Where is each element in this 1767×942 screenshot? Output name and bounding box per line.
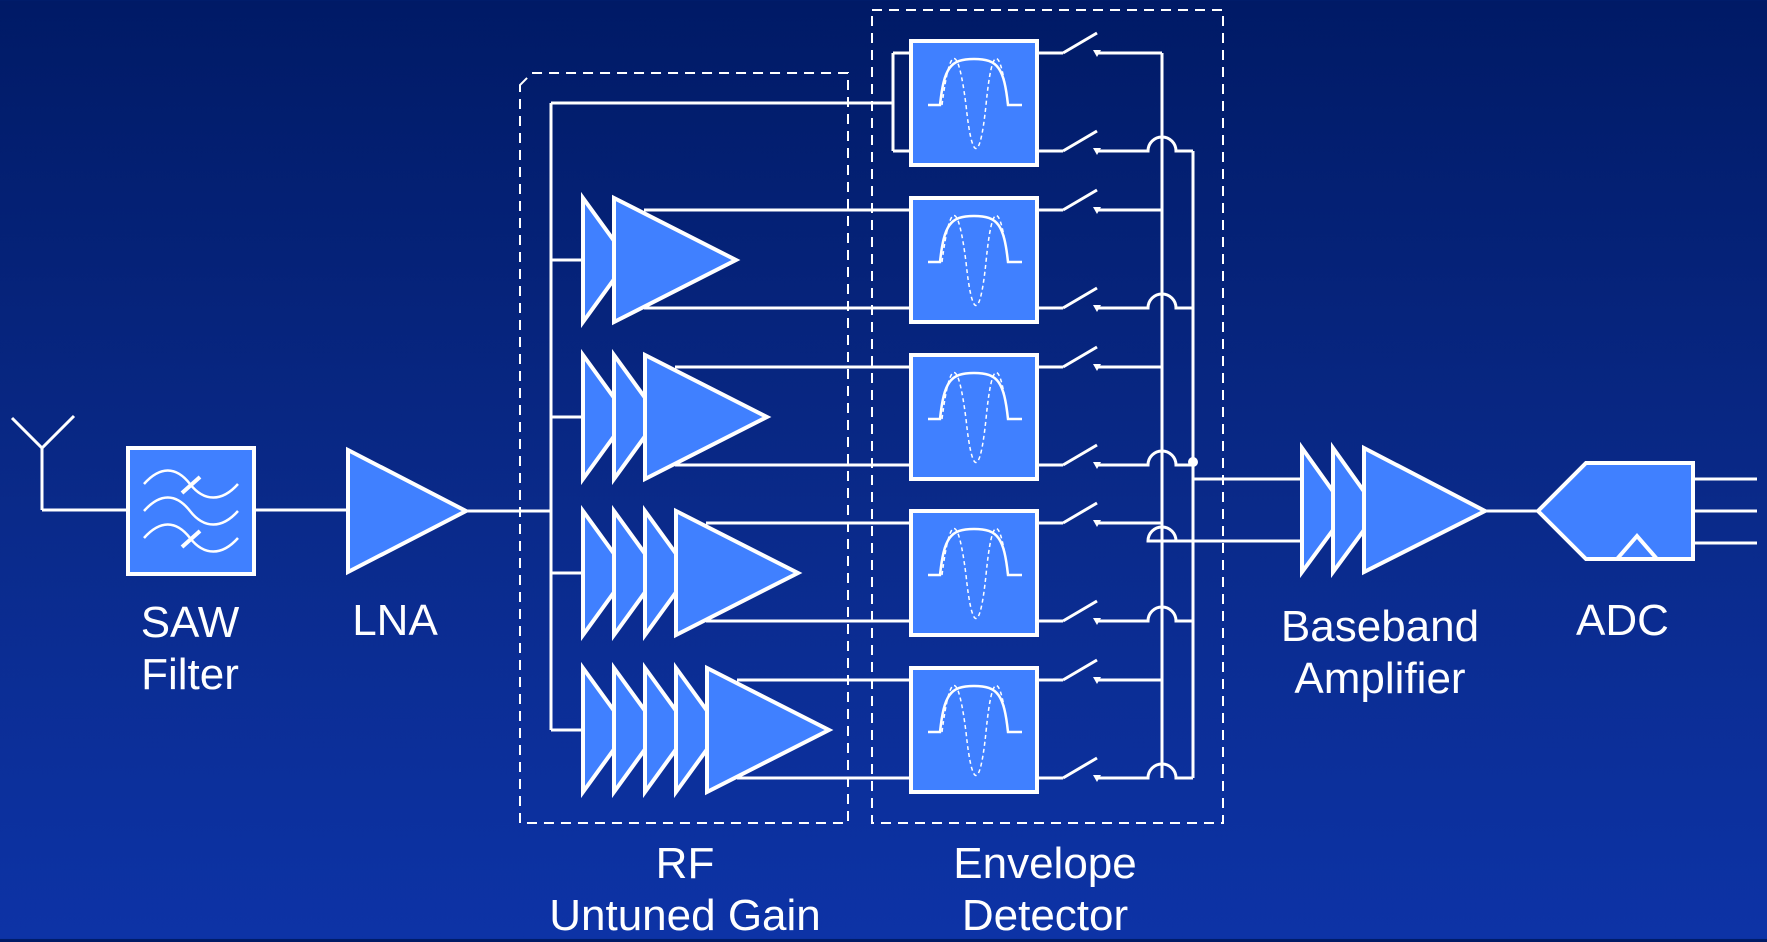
- switch-blade: [1062, 756, 1098, 780]
- rf-amplifier-stage: [581, 348, 631, 486]
- filter-response-icon: [928, 527, 1022, 577]
- switch-crossover: [1097, 449, 1193, 467]
- switch-bank: [1037, 31, 1302, 782]
- rf-amplifier-stage: [674, 507, 803, 639]
- adc-block: [1535, 461, 1757, 561]
- wire-to-baseband-2: [1146, 525, 1302, 543]
- filter-ripple: [941, 684, 1009, 777]
- switch-crossover: [1097, 135, 1193, 153]
- switch-blade: [1062, 443, 1098, 467]
- rf-amplifier-stage: [612, 504, 662, 642]
- filter-response-icon: [928, 214, 1022, 264]
- lna-triangle: [346, 446, 471, 576]
- filter-ripple: [941, 371, 1009, 464]
- envelope-detector-box: [909, 666, 1039, 794]
- saw-slash: [180, 529, 202, 549]
- antenna-icon: [10, 414, 128, 512]
- filter-response-icon: [928, 371, 1022, 421]
- group-boxes: [519, 9, 1224, 824]
- rf-amplifier-stage: [612, 348, 662, 486]
- saw-slash: [180, 475, 202, 495]
- envelope-detector-group-box: [871, 9, 1224, 824]
- envelope-detectors: [909, 39, 1039, 794]
- rf-amplifier-stage: [581, 504, 631, 642]
- rf-amplifier-stage: [674, 661, 724, 799]
- baseband-amplifier-stage: [1331, 441, 1381, 579]
- switch-blade: [1062, 501, 1098, 525]
- filter-ripple: [941, 527, 1009, 620]
- rf-amplifier-stage: [612, 661, 662, 799]
- lna-amplifier: [346, 446, 551, 576]
- filter-response-icon: [928, 684, 1022, 734]
- rf-gain-stages: [549, 51, 911, 799]
- adc-shape: [1535, 461, 1695, 561]
- adc-notch: [1615, 532, 1659, 561]
- switch-crossover: [1097, 605, 1193, 623]
- baseband-amplifier-stage: [1362, 444, 1490, 576]
- rf-amplifier-stage: [643, 661, 693, 799]
- antenna-arms: [10, 414, 76, 451]
- switch-crossover: [1097, 292, 1193, 310]
- switch-blade: [1062, 345, 1098, 369]
- rf-amplifier-stage: [705, 664, 834, 796]
- adc-label: ADC: [1576, 596, 1669, 645]
- rf-amplifier-stage: [643, 351, 772, 483]
- rf-gain-group-box: [519, 72, 849, 824]
- envelope-detector-box: [909, 353, 1039, 481]
- filter-response-icon: [928, 57, 1022, 107]
- lna-label: LNA: [352, 596, 438, 645]
- saw-wave: [143, 496, 239, 526]
- rf-amplifier-stage: [581, 191, 631, 329]
- switch-blade: [1062, 658, 1098, 682]
- envelope-detector-box: [909, 39, 1039, 167]
- rf-amplifier-stage: [581, 661, 631, 799]
- filter-ripple: [941, 214, 1009, 307]
- switch-blade: [1062, 31, 1098, 55]
- rf-amplifier-stage: [612, 194, 741, 326]
- saw-filter-block: [126, 446, 348, 576]
- baseband-amplifier-stage: [1300, 441, 1350, 579]
- switch-blade: [1062, 286, 1098, 310]
- baseband-amplifier: [1300, 441, 1538, 579]
- switch-blade: [1062, 188, 1098, 212]
- rf-amplifier-stage: [643, 504, 693, 642]
- switch-blade: [1062, 129, 1098, 153]
- switch-blade: [1062, 599, 1098, 623]
- filter-ripple: [941, 57, 1009, 150]
- switch-crossover: [1097, 762, 1193, 780]
- envelope-detector-box: [909, 196, 1039, 324]
- envelope-detector-box: [909, 509, 1039, 637]
